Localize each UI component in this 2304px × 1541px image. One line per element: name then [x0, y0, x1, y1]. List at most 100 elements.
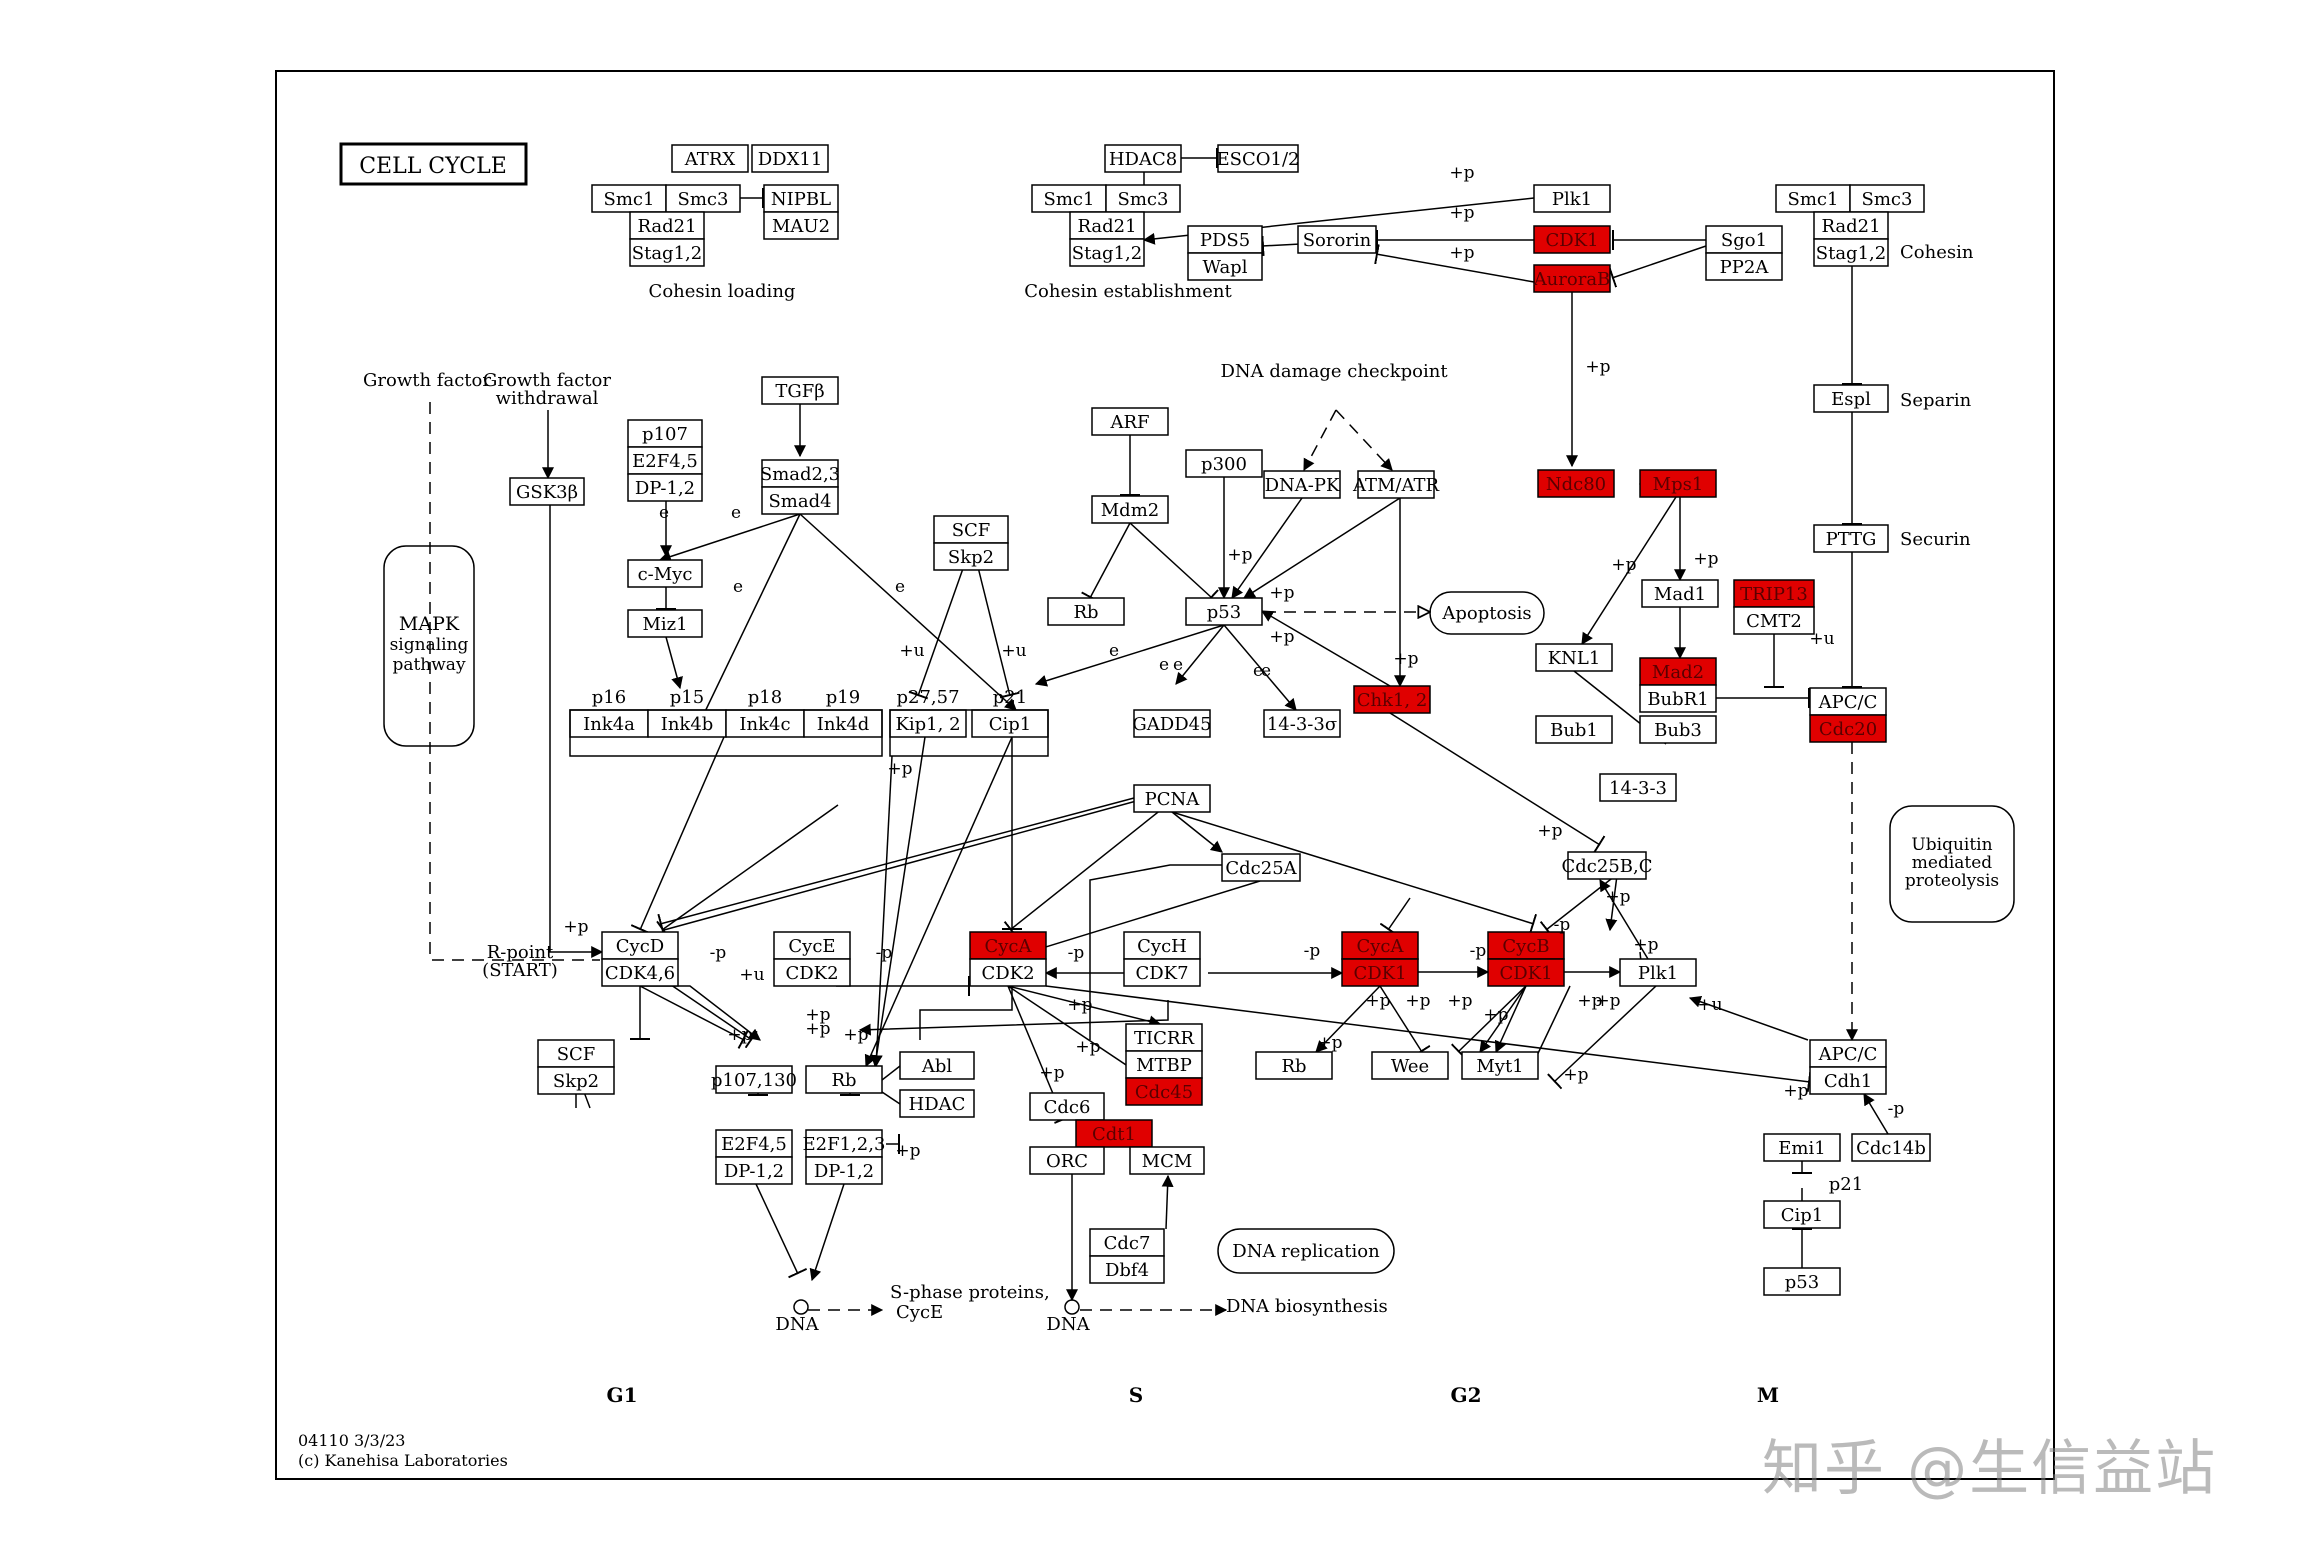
gene-node-ticrr[interactable]: TICRR: [1125, 1023, 1203, 1052]
ubiquitin-pathway-box[interactable]: [1889, 805, 2015, 923]
gene-node-plk1[interactable]: Plk1: [1533, 184, 1611, 213]
gene-node-smc1[interactable]: Smc1: [1775, 184, 1851, 213]
gene-node-ink4b[interactable]: Ink4b: [647, 709, 727, 738]
gene-node-bub3[interactable]: Bub3: [1639, 715, 1717, 744]
gene-node-cdc20[interactable]: Cdc20: [1809, 714, 1887, 743]
gene-node-bub1[interactable]: Bub1: [1535, 715, 1613, 744]
gene-node-rb[interactable]: Rb: [1047, 597, 1125, 626]
gene-node-cyca[interactable]: CycA: [1341, 931, 1419, 960]
gene-node-mau2[interactable]: MAU2: [763, 211, 839, 240]
gene-node-wee[interactable]: Wee: [1371, 1051, 1449, 1080]
gene-node-smc3[interactable]: Smc3: [665, 184, 741, 213]
gene-node-gadd45[interactable]: GADD45: [1132, 709, 1212, 738]
gene-node-e2f1-2-3[interactable]: E2F1,2,3: [803, 1129, 886, 1158]
gene-node-mtbp[interactable]: MTBP: [1125, 1050, 1203, 1079]
gene-node-cdk2[interactable]: CDK2: [773, 958, 851, 987]
gene-node-orc[interactable]: ORC: [1029, 1146, 1105, 1175]
gene-node-kip1-2[interactable]: Kip1, 2: [889, 709, 967, 738]
gene-node-dp-1-2[interactable]: DP-1,2: [715, 1156, 793, 1185]
gene-node-trip13[interactable]: TRIP13: [1733, 579, 1815, 608]
gene-node-chk1-2[interactable]: Chk1, 2: [1353, 685, 1431, 714]
gene-node-cycb[interactable]: CycB: [1487, 931, 1565, 960]
gene-node-stag1-2[interactable]: Stag1,2: [629, 238, 705, 267]
gene-node-rad21[interactable]: Rad21: [1813, 211, 1889, 240]
gene-node-cip1[interactable]: Cip1: [1763, 1200, 1841, 1229]
gene-node-smc1[interactable]: Smc1: [591, 184, 667, 213]
gene-node-cyce[interactable]: CycE: [773, 931, 851, 960]
gene-node-ndc80[interactable]: Ndc80: [1537, 469, 1615, 498]
gene-node-knl1[interactable]: KNL1: [1535, 643, 1613, 672]
gene-node-cdk4-6[interactable]: CDK4,6: [601, 958, 679, 987]
gene-node-hdac[interactable]: HDAC: [899, 1089, 975, 1118]
gene-node-p53[interactable]: p53: [1763, 1267, 1841, 1296]
gene-node-apc-c[interactable]: APC/C: [1809, 687, 1887, 716]
gene-node-cmt2[interactable]: CMT2: [1733, 606, 1815, 635]
gene-node-ink4c[interactable]: Ink4c: [725, 709, 805, 738]
gene-node-cdk1[interactable]: CDK1: [1341, 958, 1419, 987]
gene-node-cych[interactable]: CycH: [1123, 931, 1201, 960]
gene-node-p300[interactable]: p300: [1185, 449, 1263, 478]
gene-node-p107[interactable]: p107: [627, 419, 703, 448]
gene-node-scf[interactable]: SCF: [537, 1039, 615, 1068]
gene-node-p53[interactable]: p53: [1185, 597, 1263, 626]
gene-node-pp2a[interactable]: PP2A: [1705, 252, 1783, 281]
gene-node-cdk1[interactable]: CDK1: [1487, 958, 1565, 987]
gene-node-dbf4[interactable]: Dbf4: [1089, 1255, 1165, 1284]
gene-node-ink4a[interactable]: Ink4a: [569, 709, 649, 738]
gene-node-skp2[interactable]: Skp2: [933, 542, 1009, 571]
gene-node-tgf[interactable]: TGFβ: [761, 376, 839, 405]
gene-node-ink4d[interactable]: Ink4d: [803, 709, 883, 738]
gene-node-cyca[interactable]: CycA: [969, 931, 1047, 960]
gene-node-rad21[interactable]: Rad21: [1069, 211, 1145, 240]
gene-node-smc1[interactable]: Smc1: [1031, 184, 1107, 213]
gene-node-dna-pk[interactable]: DNA-PK: [1263, 470, 1341, 499]
gene-node-mps1[interactable]: Mps1: [1639, 469, 1717, 498]
gene-node-cdk7[interactable]: CDK7: [1123, 958, 1201, 987]
gene-node-cdc25a[interactable]: Cdc25A: [1221, 853, 1301, 882]
gene-node-p107-130[interactable]: p107,130: [711, 1065, 797, 1094]
gene-node-atrx[interactable]: ATRX: [671, 144, 749, 173]
dna-replication-oval[interactable]: [1217, 1228, 1395, 1274]
gene-node-cdt1[interactable]: Cdt1: [1075, 1119, 1153, 1148]
gene-node-stag1-2[interactable]: Stag1,2: [1813, 238, 1889, 267]
gene-node-cdc6[interactable]: Cdc6: [1029, 1092, 1105, 1121]
gene-node-bubr1[interactable]: BubR1: [1639, 684, 1717, 713]
gene-node-smc3[interactable]: Smc3: [1105, 184, 1181, 213]
gene-node-stag1-2[interactable]: Stag1,2: [1069, 238, 1145, 267]
gene-node-smad4[interactable]: Smad4: [761, 486, 839, 515]
gene-node-e2f4-5[interactable]: E2F4,5: [715, 1129, 793, 1158]
gene-node-14-3-3[interactable]: 14-3-3: [1599, 773, 1677, 802]
gene-node-cdc25b-c[interactable]: Cdc25B,C: [1561, 851, 1653, 880]
gene-node-plk1[interactable]: Plk1: [1619, 958, 1697, 987]
gene-node-ddx11[interactable]: DDX11: [751, 144, 829, 173]
gene-node-nipbl[interactable]: NIPBL: [763, 184, 839, 213]
gene-node-e2f4-5[interactable]: E2F4,5: [627, 446, 703, 475]
gene-node-myt1[interactable]: Myt1: [1461, 1051, 1539, 1080]
gene-node-atm-atr[interactable]: ATM/ATR: [1352, 470, 1440, 499]
gene-node-esco1-2[interactable]: ESCO1/2: [1217, 144, 1300, 173]
gene-node-mad2[interactable]: Mad2: [1639, 657, 1717, 686]
gene-node-miz1[interactable]: Miz1: [627, 609, 703, 638]
gene-node-cdc7[interactable]: Cdc7: [1089, 1228, 1165, 1257]
gene-node-rad21[interactable]: Rad21: [629, 211, 705, 240]
gene-node-mad1[interactable]: Mad1: [1641, 579, 1719, 608]
gene-node-wapl[interactable]: Wapl: [1187, 252, 1263, 281]
gene-node-rb[interactable]: Rb: [1255, 1051, 1333, 1080]
gene-node-scf[interactable]: SCF: [933, 515, 1009, 544]
gene-node-pds5[interactable]: PDS5: [1187, 225, 1263, 254]
gene-node-abl[interactable]: Abl: [899, 1051, 975, 1080]
gene-node-c-myc[interactable]: c-Myc: [627, 559, 703, 588]
gene-node-sgo1[interactable]: Sgo1: [1705, 225, 1783, 254]
gene-node-smc3[interactable]: Smc3: [1849, 184, 1925, 213]
gene-node-smad2-3[interactable]: Smad2,3: [760, 459, 840, 488]
gene-node-cip1[interactable]: Cip1: [971, 709, 1049, 738]
gene-node-emi1[interactable]: Emi1: [1763, 1133, 1841, 1162]
gene-node-arf[interactable]: ARF: [1091, 407, 1169, 436]
gene-node-dp-1-2[interactable]: DP-1,2: [627, 473, 703, 502]
gene-node-cdk1[interactable]: CDK1: [1533, 225, 1611, 254]
gene-node-apc-c[interactable]: APC/C: [1809, 1039, 1887, 1068]
mapk-pathway-box[interactable]: [383, 545, 475, 747]
gene-node-gsk3[interactable]: GSK3β: [509, 477, 585, 506]
gene-node-cdh1[interactable]: Cdh1: [1809, 1066, 1887, 1095]
gene-node-skp2[interactable]: Skp2: [537, 1066, 615, 1095]
